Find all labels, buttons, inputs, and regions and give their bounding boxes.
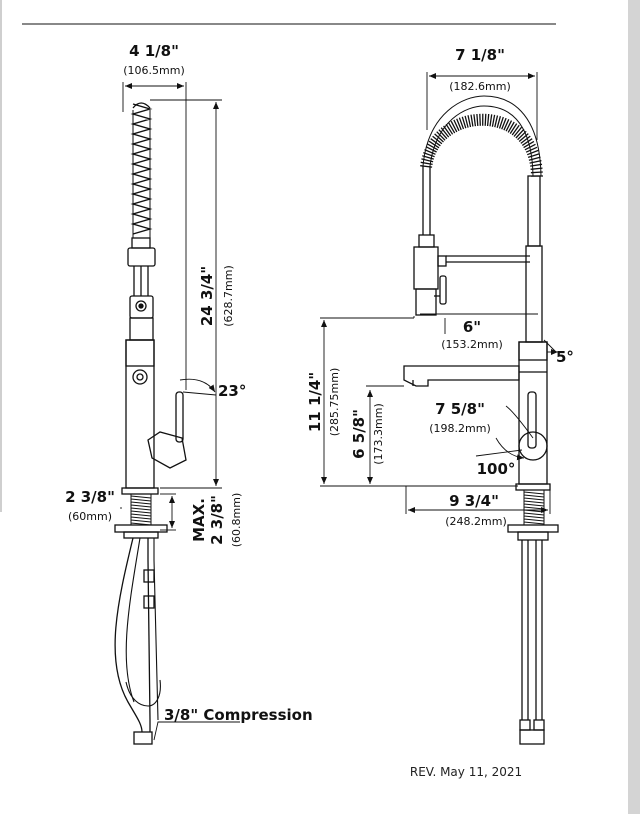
handle-reach-mm: (198.2mm) — [429, 422, 491, 435]
page-edge-shadow — [628, 0, 640, 814]
max-deck-value: 2 3/8" — [208, 495, 226, 545]
side-view — [114, 102, 187, 745]
side-threaded-shank — [130, 494, 152, 526]
side-width-mm: (106.5mm) — [123, 64, 185, 77]
connection-label: 3/8" Compression — [164, 706, 313, 724]
side-width-label: 4 1/8" — [129, 42, 179, 60]
spout-reach-label: 9 3/4" — [449, 492, 499, 510]
page-left-edge — [0, 0, 2, 512]
handle-angle-label: 23° — [218, 382, 246, 400]
max-deck-mm: (60.8mm) — [230, 493, 243, 548]
spout-reach-mm: (248.2mm) — [445, 515, 507, 528]
spout-height-label: 11 1/4" — [306, 372, 324, 432]
side-height-label: 24 3/4" — [198, 266, 216, 326]
front-dimension-lines — [320, 72, 558, 514]
spout-height-mm: (285.75mm) — [328, 368, 341, 437]
base-diameter-mm: (60mm) — [68, 510, 112, 523]
spout-top-reach-mm: (153.2mm) — [441, 338, 503, 351]
spout-clearance-label: 6 5/8" — [350, 409, 368, 459]
spout-angle-label: 5° — [556, 348, 574, 366]
front-width-mm: (182.6mm) — [449, 80, 511, 93]
spout-top-reach-label: 6" — [463, 318, 481, 336]
front-width-label: 7 1/8" — [455, 46, 505, 64]
side-spring — [130, 102, 153, 238]
spout-clearance-mm: (173.3mm) — [372, 403, 385, 465]
handle-reach-label: 7 5/8" — [435, 400, 485, 418]
handle-rotation-label: 100° — [477, 460, 516, 478]
front-view — [403, 95, 559, 745]
base-diameter-label: 2 3/8" — [65, 488, 115, 506]
side-dimension-lines — [120, 82, 240, 741]
front-spring — [420, 95, 544, 177]
max-deck-label: MAX. — [190, 498, 208, 542]
front-threaded-shank — [523, 490, 545, 525]
revision-date: REV. May 11, 2021 — [410, 765, 522, 779]
side-height-mm: (628.7mm) — [222, 265, 235, 327]
